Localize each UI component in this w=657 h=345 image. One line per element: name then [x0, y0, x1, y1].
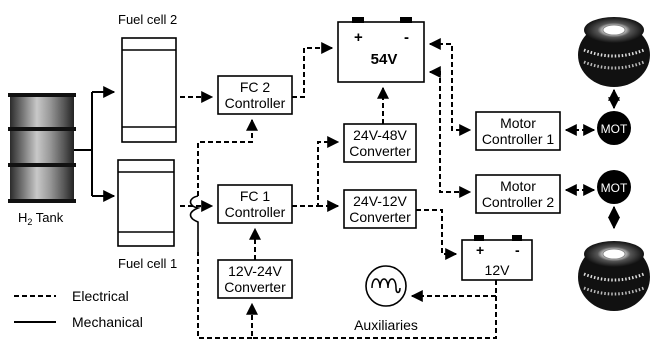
- legend-mechanical-label: Mechanical: [72, 314, 143, 330]
- converter-12v-24v-label-2: Converter: [224, 279, 286, 295]
- fc2-controller-label-2: Controller: [225, 95, 286, 111]
- fuel-cell-2: [121, 37, 177, 143]
- tank-rim-bottom: [8, 199, 76, 203]
- converter-24v-12v-label-2: Converter: [349, 209, 411, 225]
- link-converter-12v-to-12v-battery: [416, 209, 458, 260]
- motor-controller-2-label-2: Controller 2: [482, 194, 555, 210]
- legend-electrical-label: Electrical: [72, 288, 129, 304]
- link-54v-motor-controller-1: [428, 38, 472, 136]
- battery-54v-plus: +: [354, 29, 363, 46]
- link-bus-left: [197, 252, 252, 339]
- fc1-controller-label-1: FC 1: [240, 188, 271, 204]
- converter-24v-48v: [343, 123, 417, 163]
- converter-24v-48v-label-2: Converter: [349, 143, 411, 159]
- motor-1-label: MOT: [601, 122, 628, 136]
- motor-2: [597, 170, 631, 204]
- battery-12v: [461, 235, 533, 281]
- link-54v-motor-controller-2: [428, 66, 472, 198]
- motor-2-label: MOT: [601, 181, 628, 195]
- h2-tank: [8, 93, 76, 203]
- wire-crossing-hop: [189, 195, 201, 252]
- battery-12v-minus: -: [515, 242, 520, 258]
- fc1-controller: [217, 184, 293, 224]
- legend: Electrical Mechanical: [14, 288, 143, 330]
- fuel-cell-2-label: Fuel cell 2: [118, 12, 177, 27]
- converter-24v-48v-label-1: 24V-48V: [353, 127, 407, 143]
- fc2-controller: [217, 75, 293, 115]
- motor-controller-1-label-1: Motor: [500, 115, 536, 131]
- motor-controller-1-label-2: Controller 1: [482, 131, 555, 147]
- tank-label: H2 Tank: [18, 210, 64, 227]
- fc1-controller-label-2: Controller: [225, 204, 286, 220]
- tank-pipe: [74, 92, 93, 196]
- battery-12v-label: 12V: [485, 262, 511, 278]
- motor-controller-1: [475, 111, 561, 151]
- tank-rim-upper: [8, 127, 76, 131]
- converter-12v-24v: [217, 259, 293, 299]
- fc2-controller-label-1: FC 2: [240, 79, 271, 95]
- link-fc2-controller-to-54v: [292, 42, 334, 98]
- tank-rim-top: [8, 93, 76, 97]
- motor-controller-2-label-1: Motor: [500, 178, 536, 194]
- link-12v-to-converter-12v-24v: [246, 296, 497, 339]
- converter-12v-24v-label-1: 12V-24V: [228, 263, 282, 279]
- battery-54v: [337, 17, 425, 83]
- battery-54v-label: 54V: [371, 51, 398, 68]
- link-bus-to-fc2-controller: [197, 118, 258, 196]
- converter-24v-12v-label-1: 24V-12V: [353, 193, 407, 209]
- coil-icon: [371, 278, 401, 294]
- wheel-bottom-icon: [578, 241, 650, 311]
- wheel-top-icon: [578, 17, 650, 87]
- auxiliaries-icon: [365, 265, 407, 307]
- converter-24v-12v: [343, 189, 417, 229]
- battery-54v-minus: -: [404, 29, 409, 46]
- tank-body: [10, 93, 74, 203]
- auxiliaries-label: Auxiliaries: [354, 317, 418, 333]
- motor-1: [597, 111, 631, 145]
- battery-12v-plus: +: [476, 242, 484, 258]
- motor-controller-2: [475, 174, 561, 214]
- link-12v-to-auxiliaries: [410, 280, 497, 302]
- fuel-cell-1: [117, 159, 175, 247]
- fuel-cell-1-label: Fuel cell 1: [118, 256, 177, 271]
- tank-rim-lower: [8, 163, 76, 167]
- link-fc1-to-converter-48v: [292, 136, 340, 207]
